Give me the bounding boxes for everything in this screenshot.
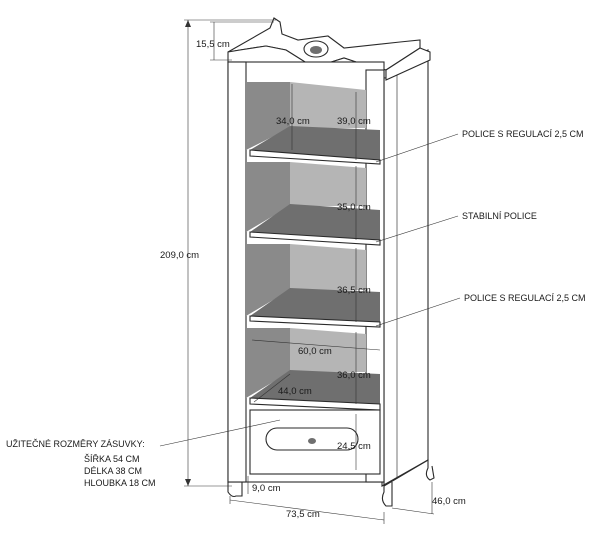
dim-total-height: 209,0 cm xyxy=(160,250,199,261)
drawer-info-length: DÉLKA 38 CM xyxy=(84,466,142,476)
dim-drawer-height: 24,5 cm xyxy=(337,441,371,452)
callout-leaders xyxy=(159,133,461,447)
shelf-1 xyxy=(250,126,380,160)
right-side-panel xyxy=(381,49,429,487)
base-skirt xyxy=(227,481,393,507)
shelf-4 xyxy=(250,370,380,404)
drawer-info-title: UŽITEČNÉ ROZMĚRY ZÁSUVKY: xyxy=(6,439,145,449)
callout-adjustable-shelf-top: POLICE S REGULACÍ 2,5 CM xyxy=(462,129,584,139)
dim-inner-depth: 44,0 cm xyxy=(278,386,312,397)
shelf-3 xyxy=(250,288,380,322)
callout-adjustable-shelf-bottom: POLICE S REGULACÍ 2,5 CM xyxy=(464,293,586,303)
crown-ornament xyxy=(303,40,329,58)
dim-gap-3: 36,5 cm xyxy=(337,285,371,296)
dim-foot-height: 9,0 cm xyxy=(252,483,281,494)
callout-fixed-shelf: STABILNÍ POLICE xyxy=(462,211,537,221)
drawer-handle-panel xyxy=(265,427,359,451)
compartment-3-back xyxy=(246,244,290,316)
dimension-lines xyxy=(184,19,435,524)
dim-depth-top-shelf: 34,0 cm xyxy=(276,116,310,127)
dim-total-width: 73,5 cm xyxy=(286,509,320,520)
dim-total-depth: 46,0 cm xyxy=(432,496,466,507)
shelf-2-fixed xyxy=(250,204,380,240)
compartment-2-back xyxy=(246,162,290,232)
dim-gap-2: 35,0 cm xyxy=(337,202,371,213)
dim-inner-width: 60,0 cm xyxy=(298,346,332,357)
drawer-info-width: ŠÍŘKA 54 CM xyxy=(84,454,140,464)
bookcase-drawing xyxy=(227,17,435,507)
dim-gap-4: 36,0 cm xyxy=(337,370,371,381)
drawer-knob xyxy=(308,438,316,444)
compartment-4-back xyxy=(246,328,290,398)
dim-top-height: 15,5 cm xyxy=(196,39,230,50)
drawer-info: UŽITEČNÉ ROZMĚRY ZÁSUVKY: ŠÍŘKA 54 CM DÉ… xyxy=(6,439,156,488)
dim-gap-1: 39,0 cm xyxy=(337,116,371,127)
drawer-info-depth: HLOUBKA 18 CM xyxy=(84,478,156,488)
